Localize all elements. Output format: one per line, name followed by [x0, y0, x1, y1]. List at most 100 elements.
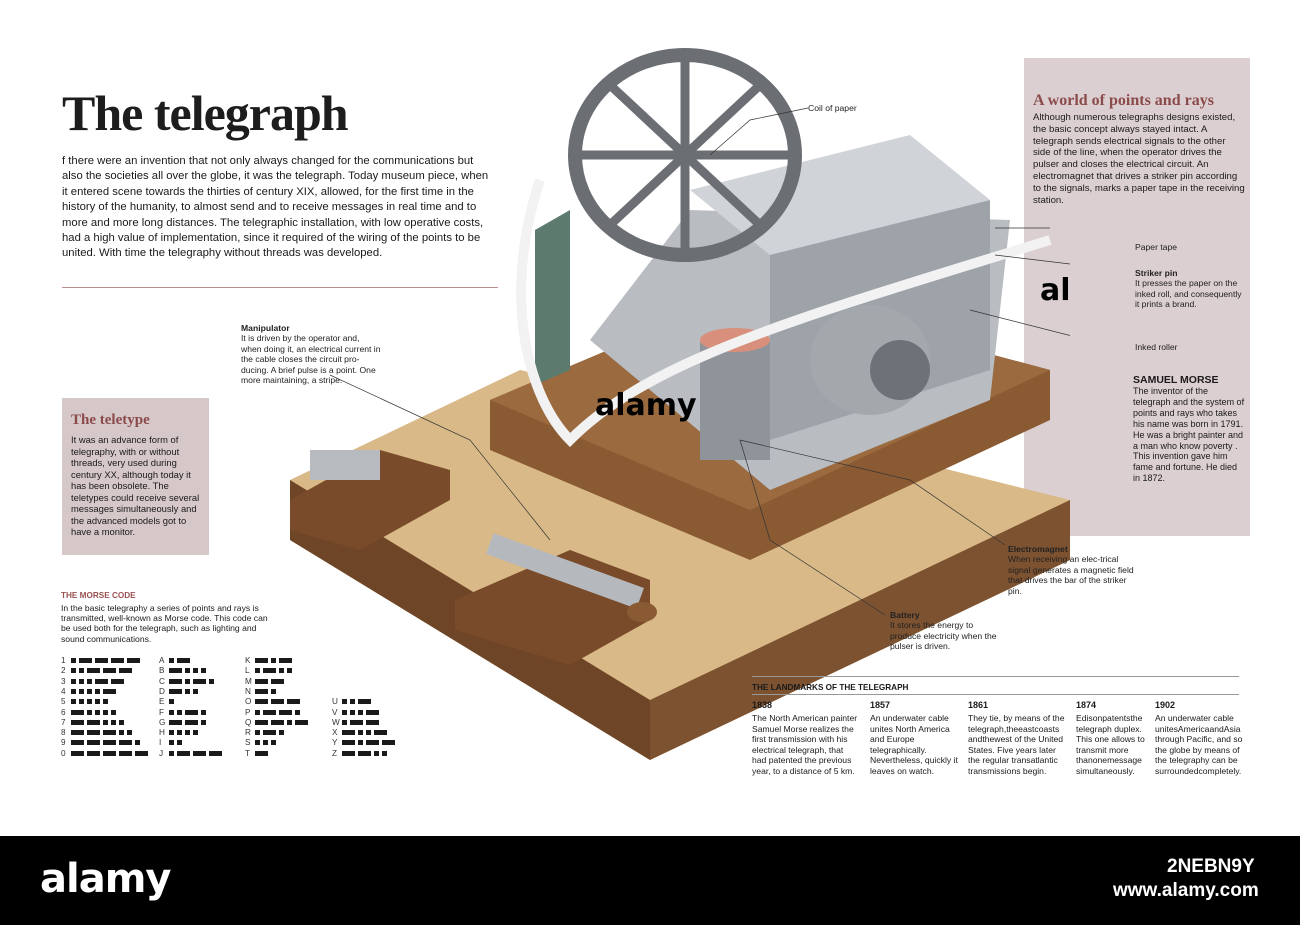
- timeline-year: 1861: [968, 700, 989, 710]
- samuel-morse-heading: SAMUEL MORSE: [1133, 374, 1219, 386]
- morse-dot: [71, 699, 76, 705]
- paper-reel-wheel: [568, 48, 802, 262]
- morse-dash: [103, 750, 116, 756]
- footer-bar: [0, 836, 1300, 925]
- morse-symbols: [255, 699, 300, 705]
- morse-dot: [169, 740, 174, 746]
- morse-dot: [127, 730, 132, 736]
- morse-dot: [71, 658, 76, 663]
- morse-symbols: [71, 658, 140, 663]
- page-title: The telegraph: [62, 85, 349, 141]
- morse-dash: [119, 668, 132, 674]
- morse-symbols: [169, 730, 198, 736]
- morse-dash: [209, 750, 222, 756]
- morse-symbols: [169, 668, 206, 674]
- morse-character: P: [245, 707, 251, 717]
- morse-symbols: [342, 730, 387, 736]
- timeline-text: They tie, by means of the telegraph,thee…: [968, 713, 1065, 776]
- timeline-year: 1902: [1155, 700, 1176, 710]
- morse-dot: [271, 688, 276, 694]
- timeline-item: 1874 Edisonpatentsthe telegraph duplex. …: [1076, 700, 1146, 777]
- morse-character: F: [159, 707, 165, 717]
- timeline-divider: [752, 676, 1239, 677]
- morse-character: C: [159, 676, 165, 686]
- morse-dot: [71, 668, 76, 674]
- morse-dash: [71, 719, 84, 725]
- morse-dot: [119, 719, 124, 725]
- alamy-logo: alamy: [40, 856, 171, 902]
- morse-dot: [255, 730, 260, 736]
- morse-dot: [201, 709, 206, 715]
- morse-dot: [263, 740, 268, 746]
- morse-symbols: [71, 678, 124, 684]
- morse-dash: [255, 699, 268, 705]
- morse-dash: [255, 688, 268, 694]
- morse-symbols: [71, 730, 132, 736]
- battery-leader-line: [739, 439, 886, 616]
- morse-character: 5: [61, 697, 66, 707]
- morse-character: M: [245, 676, 252, 686]
- morse-dot: [111, 709, 116, 715]
- morse-dash: [87, 730, 100, 736]
- morse-dash: [350, 719, 363, 725]
- morse-dot: [95, 688, 100, 694]
- morse-dot: [169, 658, 174, 663]
- morse-dot: [79, 678, 84, 684]
- morse-symbols: [342, 740, 395, 746]
- electromagnet-label: Electromagnet When receiving an elec-tri…: [1008, 544, 1136, 596]
- timeline-text: An underwater cable unitesAmericaandAsia…: [1155, 713, 1243, 776]
- morse-symbols: [71, 750, 148, 756]
- morse-dash: [342, 730, 355, 736]
- timeline-item: 1902 An underwater cable unitesAmericaan…: [1155, 700, 1245, 777]
- morse-heading: THE MORSE CODE: [61, 591, 136, 600]
- morse-dash: [119, 750, 132, 756]
- morse-dot: [193, 668, 198, 674]
- morse-character: 6: [61, 707, 66, 717]
- morse-dash: [103, 668, 116, 674]
- morse-dash: [103, 730, 116, 736]
- morse-dot: [185, 730, 190, 736]
- morse-dot: [358, 709, 363, 715]
- morse-symbols: [255, 740, 276, 746]
- morse-dot: [201, 719, 206, 725]
- morse-dash: [71, 750, 84, 756]
- morse-dot: [87, 678, 92, 684]
- morse-dash: [87, 719, 100, 725]
- wheel-spoke-diagonal-b: [606, 81, 764, 229]
- inked-roller-leader-line: [969, 309, 1070, 336]
- alamy-url[interactable]: www.alamy.com: [1113, 880, 1259, 901]
- morse-symbols: [255, 668, 292, 674]
- image-id: 2NEBN9Y: [1167, 856, 1255, 877]
- morse-character: 7: [61, 717, 66, 727]
- morse-symbols: [71, 740, 140, 746]
- morse-character: Z: [332, 748, 338, 758]
- morse-dot: [255, 709, 260, 715]
- battery-text: It stores the energy to produce electric…: [890, 620, 997, 652]
- paper-tape: [516, 178, 1052, 448]
- morse-character: K: [245, 656, 251, 665]
- morse-dot: [79, 688, 84, 694]
- morse-dash: [193, 750, 206, 756]
- morse-dot: [358, 740, 363, 746]
- morse-character: 0: [61, 748, 66, 758]
- samuel-morse-body: The inventor of the telegraph and the sy…: [1133, 386, 1245, 484]
- morse-dot: [279, 668, 284, 674]
- morse-symbols: [255, 719, 308, 725]
- teletype-base: [290, 450, 450, 550]
- morse-dash: [103, 688, 116, 694]
- timeline-subdivider: [752, 694, 1239, 695]
- morse-dash: [255, 750, 268, 756]
- morse-character: D: [159, 686, 165, 696]
- morse-dash: [169, 668, 182, 674]
- morse-dot: [71, 688, 76, 694]
- morse-dash: [263, 709, 276, 715]
- morse-dash: [374, 730, 387, 736]
- morse-dot: [255, 668, 260, 674]
- morse-dash: [271, 719, 284, 725]
- morse-dot: [169, 709, 174, 715]
- morse-dot: [185, 668, 190, 674]
- intro-divider: [62, 287, 498, 288]
- morse-dash: [71, 730, 84, 736]
- morse-symbols: [71, 699, 108, 705]
- timeline-item: 1857 An underwater cable unites North Am…: [870, 700, 958, 777]
